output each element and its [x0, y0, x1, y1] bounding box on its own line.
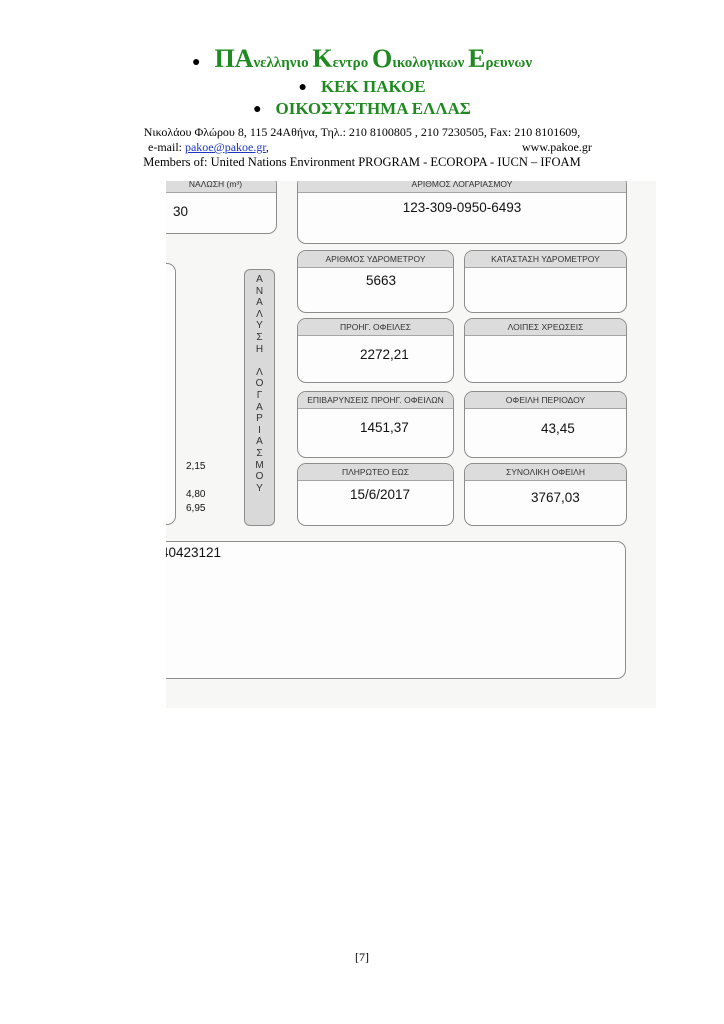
org-word-1: νελληνιο [253, 55, 313, 71]
vertical-label-char: Α [256, 274, 263, 285]
vertical-label-char: Ν [255, 285, 264, 297]
bullet-icon: ● [191, 55, 201, 71]
website: www.pakoe.gr [522, 140, 592, 154]
account-number-value: 123-309-0950-6493 [402, 200, 522, 215]
org-word-3: ικολογικων [392, 55, 469, 71]
network-name: ΟΙΚΟΣΥΣΤΗΜΑ ΕΛΛΑΣ [275, 99, 471, 118]
barcode-number: 40423121 [166, 545, 222, 560]
org-word-4: ρευνων [485, 55, 533, 71]
total-debt-label: ΣΥΝΟΛΙΚΗ ΟΦΕΙΛΗ [465, 464, 626, 481]
left-value-2: 4,80 [186, 489, 206, 500]
account-number-label: ΑΡΙΘΜΟΣ ΛΟΓΑΡΙΑΣΜΟΥ [298, 181, 626, 193]
total-debt-box: ΣΥΝΟΛΙΚΗ ΟΦΕΙΛΗ 3767,03 [464, 463, 627, 526]
meter-number-box: ΑΡΙΘΜΟΣ ΥΔΡΟΜΕΤΡΟΥ 5663 [297, 250, 454, 313]
vertical-label-char: Υ [256, 320, 263, 332]
period-debt-value: 43,45 [541, 421, 575, 436]
vertical-label-char: Ο [255, 471, 264, 483]
consumption-box: ΝΑΛΩΣΗ (m³) 30 [166, 181, 277, 234]
org-initial-k: Κ [312, 44, 333, 73]
org-word-2: εντρο [332, 55, 372, 71]
pay-by-box: ΠΛΗΡΩΤΕΟ ΕΩΣ 15/6/2017 [297, 463, 454, 526]
members-line: Members of: United Nations Environment P… [143, 155, 581, 169]
meter-number-label: ΑΡΙΘΜΟΣ ΥΔΡΟΜΕΤΡΟΥ [298, 251, 453, 268]
period-debt-label: ΟΦΕΙΛΗ ΠΕΡΙΟΔΟΥ [465, 392, 626, 409]
vertical-label-char [245, 355, 274, 367]
consumption-label: ΝΑΛΩΣΗ (m³) [166, 181, 276, 193]
total-debt-value: 3767,03 [531, 490, 580, 505]
vertical-label-char: Μ [255, 459, 264, 471]
org-initial-o: Ο [371, 44, 393, 73]
network-line: ● ΟΙΚΟΣΥΣΤΗΜΑ ΕΛΛΑΣ [0, 99, 724, 119]
consumption-value: 30 [173, 204, 189, 219]
pay-by-value: 15/6/2017 [350, 487, 411, 502]
other-charges-box: ΛΟΙΠΕΣ ΧΡΕΩΣΕΙΣ [464, 318, 627, 383]
barcode-box: 40423121 [166, 541, 626, 679]
vertical-label-char: Λ [256, 308, 263, 320]
email-suffix: , [265, 140, 269, 154]
left-value-1: 2,15 [186, 461, 206, 472]
surcharges-value: 1451,37 [360, 420, 409, 435]
vertical-label-char: Α [256, 401, 263, 413]
email-link[interactable]: pakoe@pakoe.gr [184, 140, 266, 154]
org-initial-e: Ε [468, 44, 486, 73]
vertical-label-char: Γ [256, 389, 263, 401]
vertical-label-char: Σ [256, 331, 263, 343]
page-number: [7] [355, 950, 369, 964]
vertical-label-char: Ο [255, 378, 264, 390]
prev-debt-box: ΠΡΟΗΓ. ΟΦΕΙΛΕΣ 2272,21 [297, 318, 454, 383]
pay-by-label: ΠΛΗΡΩΤΕΟ ΕΩΣ [298, 464, 453, 481]
surcharges-box: ΕΠΙΒΑΡΥΝΣΕΙΣ ΠΡΟΗΓ. ΟΦΕΙΛΩΝ 1451,37 [297, 391, 454, 458]
address-line: Νικολάου Φλώρου 8, 115 24Αθήνα, Τηλ.: 21… [143, 125, 581, 139]
bullet-icon: ● [253, 102, 262, 118]
bullet-icon: ● [298, 80, 307, 96]
email-line: e-mail: pakoe@pakoe.gr, [148, 140, 269, 155]
vertical-label-char: Ι [258, 424, 261, 436]
org-short-line: ● ΚΕΚ ΠΑΚΟΕ [0, 77, 724, 97]
vertical-label-char: Ρ [256, 413, 263, 425]
email-label: e-mail: [148, 140, 185, 154]
vertical-label-char: Η [255, 343, 264, 355]
left-edge-box [166, 263, 176, 525]
scanned-bill-image: ΝΑΛΩΣΗ (m³) 30 ΑΡΙΘΜΟΣ ΛΟΓΑΡΙΑΣΜΟΥ 123-3… [166, 181, 656, 708]
org-initial-pa: ΠΑ [214, 44, 254, 73]
other-charges-label: ΛΟΙΠΕΣ ΧΡΕΩΣΕΙΣ [465, 319, 626, 336]
org-short: ΚΕΚ ΠΑΚΟΕ [320, 77, 426, 96]
vertical-label-char: Λ [256, 366, 263, 378]
vertical-label-char: Σ [256, 447, 263, 459]
period-debt-box: ΟΦΕΙΛΗ ΠΕΡΙΟΔΟΥ 43,45 [464, 391, 627, 458]
left-value-3: 6,95 [186, 503, 206, 514]
account-number-box: ΑΡΙΘΜΟΣ ΛΟΓΑΡΙΑΣΜΟΥ 123-309-0950-6493 [297, 181, 627, 244]
meter-number-value: 5663 [366, 273, 397, 288]
meter-status-label: ΚΑΤΑΣΤΑΣΗ ΥΔΡΟΜΕΤΡΟΥ [465, 251, 626, 268]
meter-status-box: ΚΑΤΑΣΤΑΣΗ ΥΔΡΟΜΕΤΡΟΥ [464, 250, 627, 313]
prev-debt-value: 2272,21 [360, 347, 409, 362]
org-title-line: ● ΠΑνελληνιο Κεντρο Οικολογικων Ερευνων [0, 44, 724, 74]
vertical-label-char: Α [256, 297, 263, 309]
prev-debt-label: ΠΡΟΗΓ. ΟΦΕΙΛΕΣ [298, 319, 453, 336]
vertical-label-char: Α [256, 436, 263, 448]
surcharges-label: ΕΠΙΒΑΡΥΝΣΕΙΣ ΠΡΟΗΓ. ΟΦΕΙΛΩΝ [298, 392, 453, 409]
vertical-label-char: Υ [256, 482, 263, 494]
